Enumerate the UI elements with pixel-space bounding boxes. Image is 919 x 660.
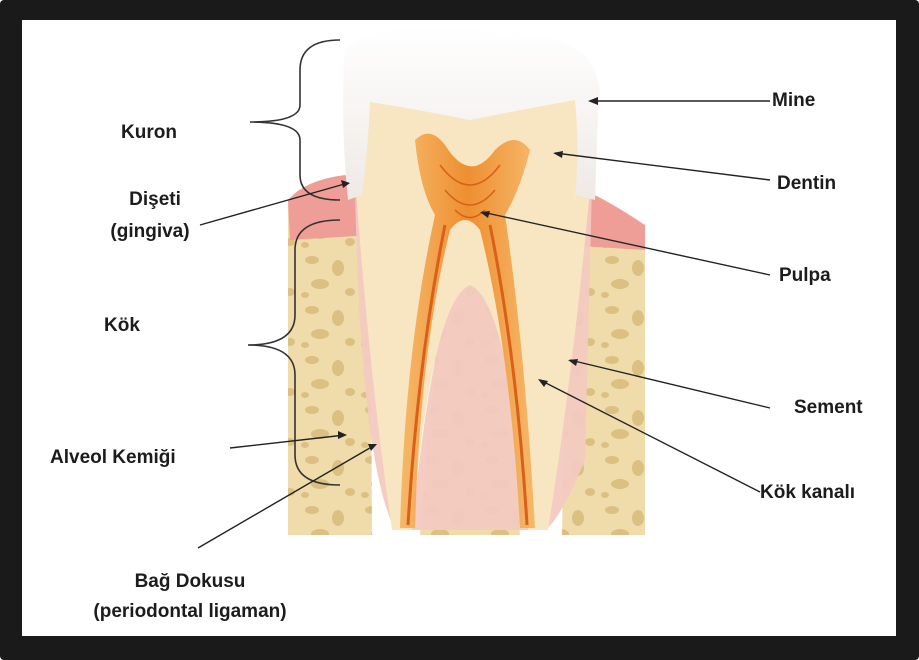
label-mine: Mine	[772, 89, 815, 113]
label-kok-kanali: Kök kanalı	[760, 481, 855, 505]
label-bag-dokusu: Bağ Dokusu	[40, 570, 340, 594]
label-pulpa: Pulpa	[779, 264, 831, 288]
label-gingiva: (gingiva)	[85, 220, 215, 244]
label-kuron: Kuron	[121, 121, 177, 145]
label-dentin: Dentin	[777, 172, 836, 196]
label-sement: Sement	[794, 396, 863, 420]
kuron-brace	[250, 40, 340, 200]
label-periodontal-ligaman: (periodontal ligaman)	[40, 600, 340, 624]
label-kok: Kök	[104, 314, 140, 338]
label-alveol-kemigi: Alveol Kemiği	[50, 446, 176, 470]
label-diseti: Dişeti	[95, 188, 215, 212]
